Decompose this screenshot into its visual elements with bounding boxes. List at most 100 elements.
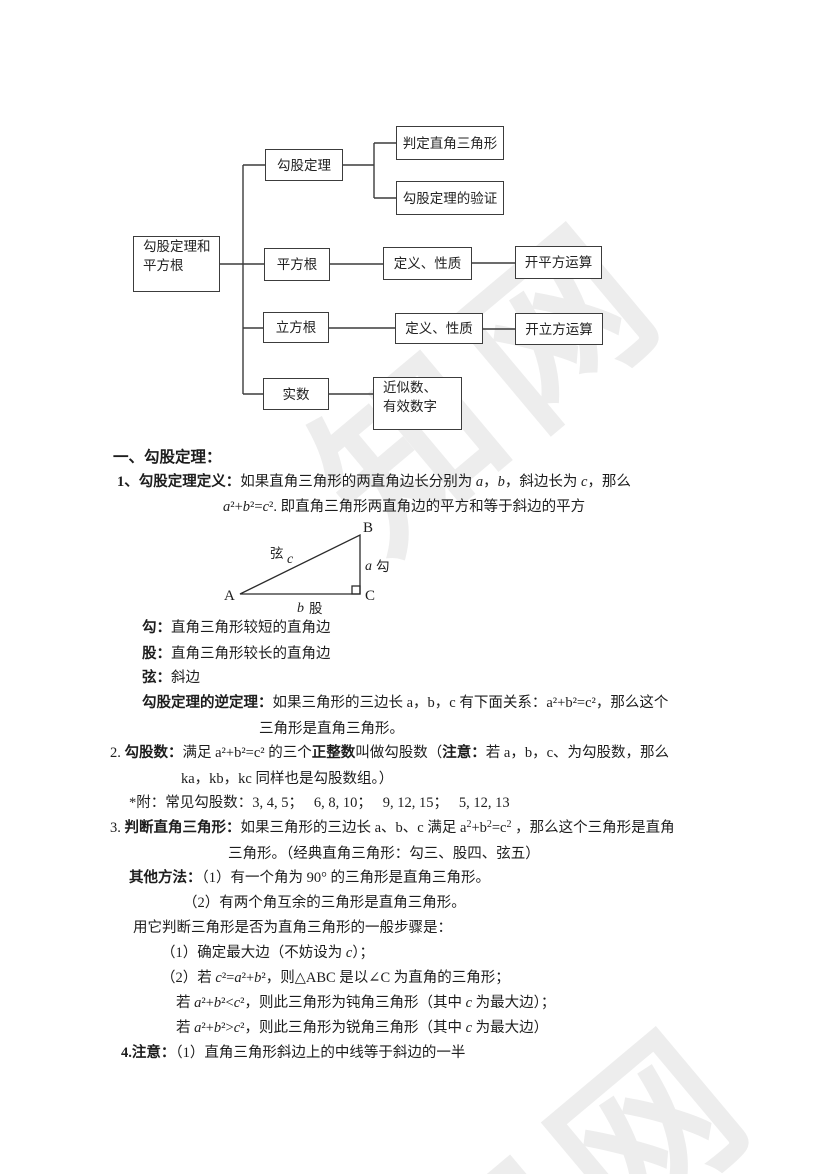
text-segment: ，斜边长为 bbox=[504, 474, 581, 490]
text-segment: a bbox=[234, 970, 242, 986]
text-segment: 满足 a²+b²=c² 的三个 bbox=[182, 745, 312, 761]
text-segment: 如果三角形的三边长 a、b、c 满足 a bbox=[240, 820, 467, 836]
text-segment: 2. bbox=[110, 745, 125, 761]
gou-definition: 勾：直角三角形较短的直角边 bbox=[142, 618, 331, 638]
flowchart-node-pingfanggen: 平方根 bbox=[264, 248, 330, 281]
right-triangle-figure: A B C 弦 c a 勾 b 股 bbox=[224, 520, 390, 616]
hypotenuse-variable: c bbox=[287, 552, 294, 567]
text-segment: 若 a，b，c、为勾股数，那么 bbox=[485, 745, 670, 761]
text-segment: （2）有两个角互余的三角形是直角三角形。 bbox=[183, 895, 466, 911]
text-segment: ². 即直角三角形两直角边的平方和等于斜边的平方 bbox=[269, 499, 586, 515]
text-segment: 叫做勾股数（ bbox=[355, 745, 443, 761]
gu-definition: 股：直角三角形较长的直角边 bbox=[142, 644, 331, 664]
text-segment: （1）确定最大边（不妨设为 bbox=[161, 945, 346, 961]
text-segment: c bbox=[262, 499, 269, 515]
text-segment: a bbox=[194, 995, 202, 1011]
text-segment: c bbox=[345, 945, 353, 961]
item-1-definition: 1、勾股定理定义：如果直角三角形的两直角边长分别为 a，b，斜边长为 c，那么 bbox=[117, 472, 631, 492]
text-segment: 注意： bbox=[442, 745, 486, 761]
text-segment: 用它判断三角形是否为直角三角形的一般步骤是： bbox=[133, 920, 452, 936]
text-segment: 弦： bbox=[142, 670, 171, 686]
text-segment: c bbox=[581, 474, 588, 490]
jinsishu-label-line2: 有效数字 bbox=[383, 399, 437, 414]
text-segment: a bbox=[194, 1020, 202, 1036]
root-label-line2: 平方根 bbox=[143, 258, 184, 273]
text-segment: 勾： bbox=[142, 620, 171, 636]
text-segment: ²+ bbox=[230, 499, 243, 515]
text-segment: 股： bbox=[142, 646, 171, 662]
item-2-cont: ka，kb，kc 同样也是勾股数组。） bbox=[181, 769, 393, 789]
right-angle-marker bbox=[351, 585, 361, 595]
text-segment: b bbox=[254, 970, 262, 986]
text-segment: 其他方法： bbox=[129, 870, 202, 886]
leg-b-label: 股 bbox=[309, 601, 323, 616]
text-segment: 一、勾股定理： bbox=[113, 449, 222, 466]
text-segment: 三角形是直角三角形。 bbox=[259, 721, 404, 737]
text-segment: +b bbox=[471, 820, 487, 836]
step-2: （2）若 c²=a²+b²，则△ABC 是以∠C 为直角的三角形； bbox=[161, 968, 510, 988]
text-segment: 若 bbox=[176, 995, 195, 1011]
text-segment: 勾股数： bbox=[124, 745, 183, 761]
text-segment: ²+ bbox=[241, 970, 255, 986]
text-segment: c bbox=[233, 995, 241, 1011]
flowchart-node-jinsishu: 近似数、 有效数字 bbox=[373, 377, 462, 430]
common-triples: *附：常见勾股数：3, 4, 5； 6, 8, 10； 9, 12, 15； 5… bbox=[129, 793, 510, 813]
text-segment: ，那么这个三角形是直角 bbox=[511, 820, 675, 836]
leg-b-variable: b bbox=[297, 601, 304, 616]
item-3-judge-right-triangle: 3. 判断直角三角形：如果三角形的三边长 a、b、c 满足 a2+b2=c2 ，… bbox=[110, 815, 675, 838]
flowchart-node-shishu: 实数 bbox=[263, 378, 329, 410]
text-segment: ²+ bbox=[201, 995, 214, 1011]
flowchart-node-yanzheng: 勾股定理的验证 bbox=[396, 181, 504, 215]
text-segment: b bbox=[242, 499, 251, 515]
triangle-edges bbox=[239, 533, 361, 595]
flowchart-node-root: 勾股定理和 平方根 bbox=[133, 236, 220, 292]
item-4-note: 4.注意：（1）直角三角形斜边上的中线等于斜边的一半 bbox=[121, 1043, 465, 1063]
flowchart-node-lifanggen: 立方根 bbox=[263, 312, 329, 343]
leg-a-label: 勾 bbox=[376, 559, 390, 574]
text-segment: 4. bbox=[121, 1045, 132, 1061]
knowledge-map: 勾股定理和 平方根 勾股定理 判定直角三角形 勾股定理的验证 平方根 定义、性质… bbox=[0, 0, 830, 445]
text-segment: ka，kb，kc 同样也是勾股数组。） bbox=[181, 771, 394, 787]
converse-theorem-cont: 三角形是直角三角形。 bbox=[259, 719, 404, 739]
text-segment: ²= bbox=[250, 499, 263, 515]
text-segment: 直角三角形较短的直角边 bbox=[171, 620, 331, 636]
triangle-vertex-b-label: B bbox=[363, 520, 373, 536]
text-segment: 如果三角形的三边长 a，b，c 有下面关系：a²+b²=c²，那么这个 bbox=[272, 695, 669, 711]
hypotenuse-label: 弦 bbox=[270, 546, 284, 561]
text-segment: a bbox=[475, 474, 484, 490]
other-methods-1: 其他方法：（1）有一个角为 90° 的三角形是直角三角形。 bbox=[129, 868, 490, 888]
flowchart-node-kaipingfang: 开平方运算 bbox=[515, 246, 602, 279]
text-segment: ²，则此三角形为锐角三角形（其中 bbox=[240, 1020, 466, 1036]
text-segment: b bbox=[213, 995, 222, 1011]
text-segment: =c bbox=[491, 820, 507, 836]
text-segment: c bbox=[465, 1020, 473, 1036]
text-segment: 判断直角三角形： bbox=[124, 820, 241, 836]
step-1: （1）确定最大边（不妨设为 c）； bbox=[161, 943, 374, 963]
text-segment: 2 bbox=[466, 819, 472, 830]
text-segment: 2 bbox=[506, 819, 512, 830]
step-2-obtuse: 若 a²+b²<c²，则此三角形为钝角三角形（其中 c 为最大边）； bbox=[176, 993, 555, 1013]
jinsishu-label-line1: 近似数、 bbox=[383, 380, 437, 395]
text-segment: 1、勾股定理定义： bbox=[117, 474, 241, 490]
text-segment: ²，则△ABC 是以∠C 为直角的三角形； bbox=[261, 970, 510, 986]
text-segment: ²> bbox=[221, 1020, 234, 1036]
step-2-acute: 若 a²+b²>c²，则此三角形为锐角三角形（其中 c 为最大边） bbox=[176, 1018, 548, 1038]
item-1-formula: a²+b²=c². 即直角三角形两直角边的平方和等于斜边的平方 bbox=[223, 497, 585, 517]
text-segment: ²+ bbox=[201, 1020, 214, 1036]
text-segment: ，那么 bbox=[587, 474, 631, 490]
text-segment: ）； bbox=[352, 945, 375, 961]
triangle-vertex-c-label: C bbox=[365, 588, 375, 604]
text-segment: ²< bbox=[221, 995, 234, 1011]
text-segment: c bbox=[233, 1020, 241, 1036]
other-methods-2: （2）有两个角互余的三角形是直角三角形。 bbox=[183, 893, 466, 913]
text-segment: 注意： bbox=[131, 1045, 176, 1061]
text-segment: 斜边 bbox=[171, 670, 200, 686]
converse-theorem: 勾股定理的逆定理：如果三角形的三边长 a，b，c 有下面关系：a²+b²=c²，… bbox=[142, 693, 668, 713]
text-segment: （2）若 bbox=[161, 970, 216, 986]
text-segment: 2 bbox=[486, 819, 492, 830]
root-label-line1: 勾股定理和 bbox=[143, 239, 211, 254]
text-segment: （1）有一个角为 90° 的三角形是直角三角形。 bbox=[201, 870, 491, 886]
item-3-cont: 三角形。（经典直角三角形：勾三、股四、弦五） bbox=[228, 844, 540, 864]
